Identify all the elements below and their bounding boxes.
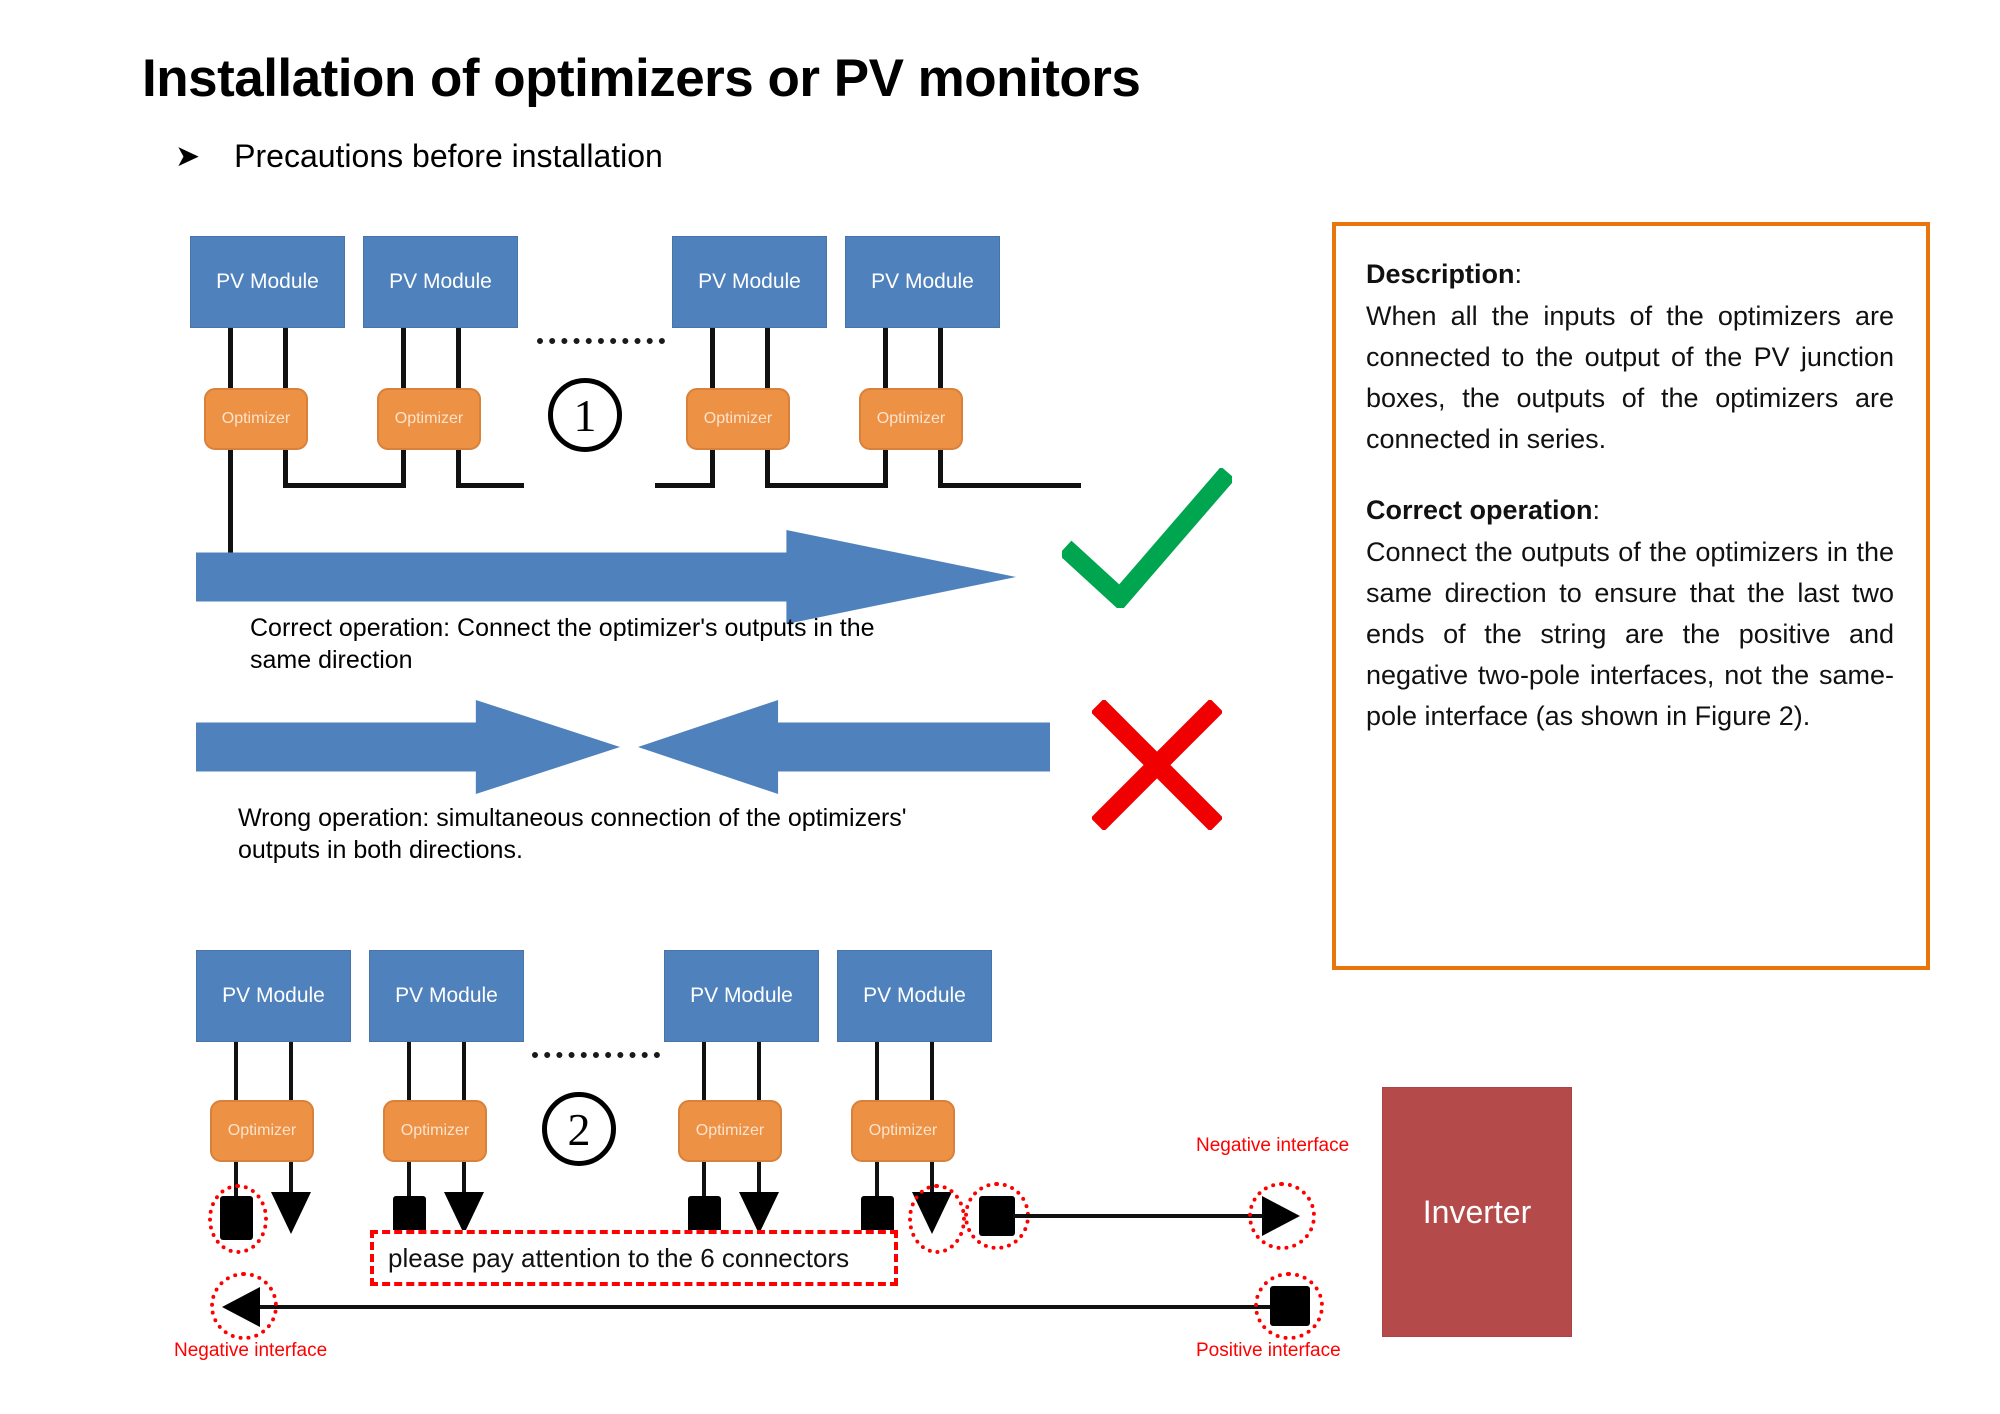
inverter-link-wire-top: [1013, 1214, 1268, 1218]
optimizer-box: Optimizer: [678, 1100, 782, 1162]
module-lead-wire: [883, 328, 888, 388]
string-link-wire: [883, 450, 888, 488]
connector-highlight-ring: [1248, 1182, 1316, 1250]
negative-interface-label-top: Negative interface: [1196, 1135, 1350, 1156]
wrong-operation-caption: Wrong operation: simultaneous connection…: [238, 804, 907, 864]
optimizer-box: Optimizer: [204, 388, 308, 450]
module-lead-wire: [283, 328, 288, 388]
correct-operation-heading-text: Correct operation: [1366, 494, 1593, 525]
correct-operation-body: Connect the outputs of the optimizers in…: [1366, 536, 1894, 731]
string-output-wire: [938, 483, 1081, 488]
description-heading-colon: :: [1514, 259, 1523, 289]
module-lead-wire: [757, 1042, 761, 1100]
string-link-wire: [283, 450, 288, 488]
positive-interface-label: Positive interface: [1196, 1340, 1341, 1361]
figure-number-badge: 2: [542, 1092, 616, 1166]
connector-drop-wire: [234, 1162, 238, 1198]
connector-drop-wire: [289, 1162, 293, 1192]
connector-drop-wire: [702, 1162, 706, 1198]
check-mark-icon: [1062, 468, 1232, 608]
connector-drop-wire: [757, 1162, 761, 1192]
connector-highlight-ring: [210, 1272, 278, 1340]
pv-module-box: PV Module: [363, 236, 518, 328]
description-spacer: [1366, 460, 1894, 490]
correct-operation-heading: Correct operation:: [1366, 490, 1894, 532]
optimizer-box: Optimizer: [383, 1100, 487, 1162]
string-link-wire: [710, 450, 715, 488]
pv-module-box: PV Module: [837, 950, 992, 1042]
string-link-wire: [765, 450, 770, 488]
page-title: Installation of optimizers or PV monitor…: [142, 49, 1141, 108]
connector-arrow-down: [444, 1192, 484, 1234]
inverter-box: Inverter: [1382, 1087, 1572, 1337]
cross-mark-icon: [1092, 700, 1222, 830]
pv-module-box: PV Module: [196, 950, 351, 1042]
module-lead-wire: [702, 1042, 706, 1100]
bullet-label: Precautions before installation: [234, 138, 663, 174]
module-lead-wire: [930, 1042, 934, 1100]
module-lead-wire: [401, 328, 406, 388]
module-lead-wire: [234, 1042, 238, 1100]
connector-highlight-ring: [1254, 1272, 1324, 1340]
optimizer-box: Optimizer: [859, 388, 963, 450]
string-link-wire: [456, 483, 524, 488]
module-lead-wire: [765, 328, 770, 388]
optimizer-box: Optimizer: [686, 388, 790, 450]
description-body: When all the inputs of the optimizers ar…: [1366, 300, 1894, 454]
wrong-direction-arrow-left: [638, 700, 1050, 794]
connector-drop-wire: [875, 1162, 879, 1198]
pv-module-box: PV Module: [845, 236, 1000, 328]
module-lead-wire: [228, 328, 233, 388]
optimizer-box: Optimizer: [377, 388, 481, 450]
module-lead-wire: [456, 328, 461, 388]
string-link-wire: [938, 450, 943, 488]
string-link-wire: [456, 450, 461, 488]
negative-interface-label-bottom: Negative interface: [174, 1340, 328, 1361]
connector-drop-wire: [407, 1162, 411, 1198]
module-lead-wire: [938, 328, 943, 388]
correct-direction-arrow: [196, 530, 1016, 624]
optimizer-box: Optimizer: [851, 1100, 955, 1162]
description-heading-text: Description: [1366, 259, 1515, 289]
module-lead-wire: [289, 1042, 293, 1100]
series-ellipsis-dots: [532, 1052, 660, 1058]
string-link-wire: [283, 483, 405, 488]
description-panel: Description: When all the inputs of the …: [1332, 222, 1930, 970]
figure-number-badge: 1: [548, 378, 622, 452]
string-link-wire: [401, 450, 406, 488]
connector-arrow-down: [271, 1192, 311, 1234]
pv-module-box: PV Module: [369, 950, 524, 1042]
module-lead-wire: [407, 1042, 411, 1100]
bullet-row: ➤ Precautions before installation: [175, 138, 663, 175]
correct-operation-caption: Correct operation: Connect the optimizer…: [250, 614, 875, 674]
module-lead-wire: [875, 1042, 879, 1100]
wrong-direction-arrow-right: [196, 700, 620, 794]
optimizer-box: Optimizer: [210, 1100, 314, 1162]
pv-module-box: PV Module: [190, 236, 345, 328]
string-link-wire: [765, 483, 887, 488]
description-heading: Description:: [1366, 254, 1894, 296]
inverter-link-wire-bottom: [245, 1305, 1270, 1309]
connector-arrow-down: [739, 1192, 779, 1234]
pv-module-box: PV Module: [672, 236, 827, 328]
connector-drop-wire: [930, 1162, 934, 1192]
connector-highlight-ring: [908, 1184, 966, 1254]
correct-operation-heading-colon: :: [1592, 494, 1601, 525]
series-ellipsis-dots: [537, 338, 665, 344]
string-link-wire: [655, 483, 714, 488]
module-lead-wire: [462, 1042, 466, 1100]
connector-highlight-ring: [208, 1184, 268, 1254]
connector-drop-wire: [462, 1162, 466, 1192]
pv-module-box: PV Module: [664, 950, 819, 1042]
arrow-bullet-icon: ➤: [175, 139, 201, 173]
module-lead-wire: [710, 328, 715, 388]
connector-note-box: please pay attention to the 6 connectors: [370, 1230, 898, 1286]
string-output-wire: [228, 450, 233, 555]
